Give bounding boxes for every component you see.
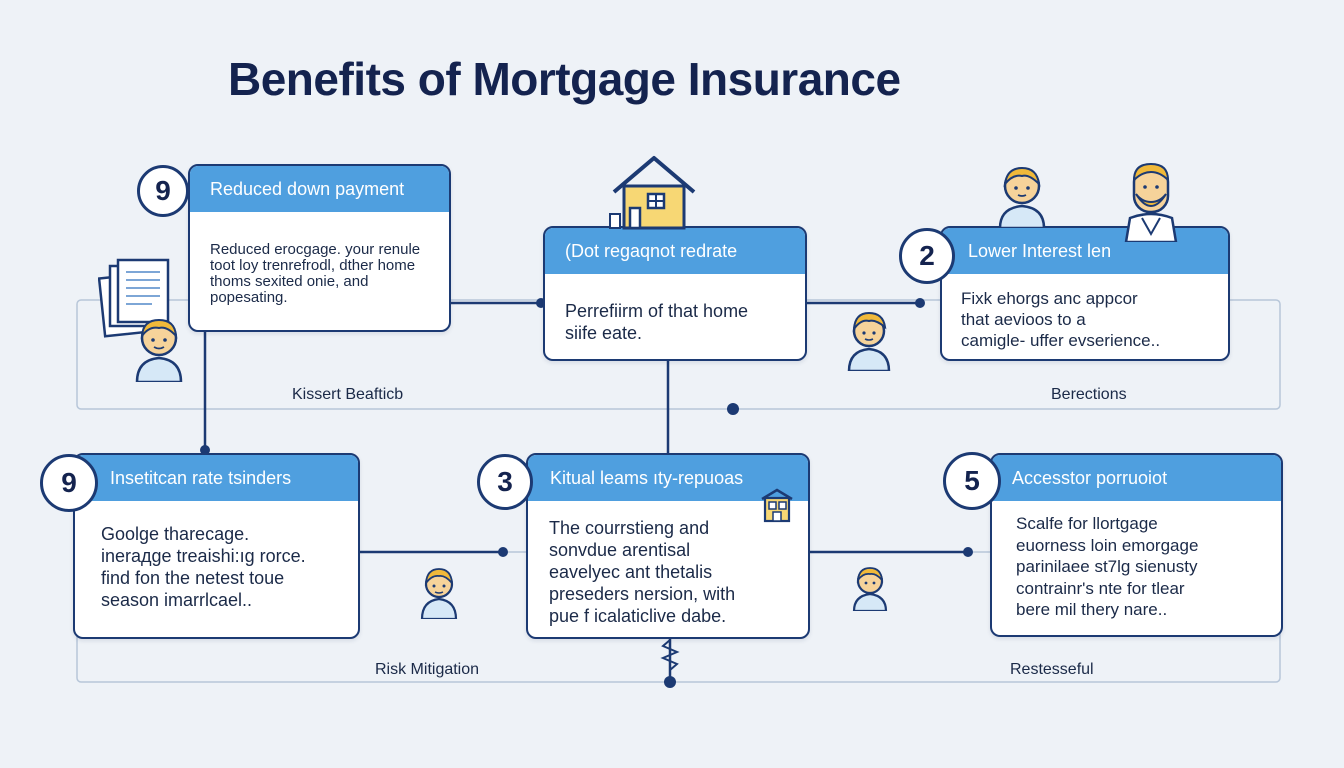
section-label-top-right: Berections: [1051, 386, 1127, 403]
spring-connector-icon: [660, 639, 680, 671]
card-heading: (Dot regaqnot redrate: [545, 228, 805, 274]
step-badge: 2: [899, 228, 955, 284]
person-icon: [420, 568, 458, 619]
card-body: Scalfe for llortgage euorness loin emorg…: [1016, 514, 1199, 619]
person-icon: [847, 311, 891, 371]
person-icon: [135, 318, 183, 382]
page-title: Benefits of Mortgage Insurance: [228, 53, 901, 105]
node-dot: [915, 298, 925, 308]
benefit-card-2: (Dot regaqnot redrate Perrefiirm of that…: [543, 226, 807, 361]
benefit-card-4: Insetitcan rate tsinders Goolge tharecag…: [73, 453, 360, 639]
card-body: Perrefiirm of that home siife eate.: [565, 301, 749, 343]
small-building-icon: [761, 488, 793, 523]
node-dot: [727, 403, 739, 415]
section-label-top-left: Kissert Beafticb: [292, 386, 404, 403]
benefit-card-5: Kitual leams ıty-repuoas The courrstieng…: [526, 453, 810, 639]
node-dot: [664, 676, 676, 688]
document-stack-icon: [98, 258, 170, 338]
card-heading: Reduced down payment: [190, 166, 449, 212]
benefit-card-3: Lower Interest len Fixk ehorgs anc appco…: [940, 226, 1230, 361]
card-heading: Insetitcan rate tsinders: [75, 455, 358, 501]
card-body: Reduced erocgage. your renule toot loy t…: [210, 241, 421, 306]
node-dot: [498, 547, 508, 557]
node-dot: [200, 445, 210, 455]
section-label-bottom-right: Restesseful: [1010, 661, 1094, 678]
card-heading: Kitual leams ıty-repuoas: [528, 455, 808, 501]
section-label-bottom-left: Risk Mitigation: [375, 661, 480, 678]
step-badge: 9: [40, 454, 98, 512]
node-dot: [963, 547, 973, 557]
person-icon: [852, 567, 888, 611]
house-icon: [609, 156, 696, 230]
card-heading: Accesstor porruoiot: [992, 455, 1281, 501]
benefit-card-6: Accesstor porruoiot Scalfe for llortgage…: [990, 453, 1283, 637]
card-body: Fixk ehorgs anc appcor that aevioos to a…: [961, 289, 1161, 350]
step-badge: 5: [943, 452, 1001, 510]
benefit-card-1: Reduced down payment Reduced erocgage. y…: [188, 164, 451, 332]
card-heading: Lower Interest len: [942, 228, 1228, 274]
step-badge: 9: [137, 165, 189, 217]
card-body: The courrstieng and sonvdue arentisal ea…: [549, 518, 736, 626]
person-icon: [998, 166, 1046, 228]
bearded-person-icon: [1124, 162, 1178, 242]
card-body: Goolge tharecage. inerадge treaishi:ıg r…: [101, 524, 306, 610]
step-badge: 3: [477, 454, 533, 510]
